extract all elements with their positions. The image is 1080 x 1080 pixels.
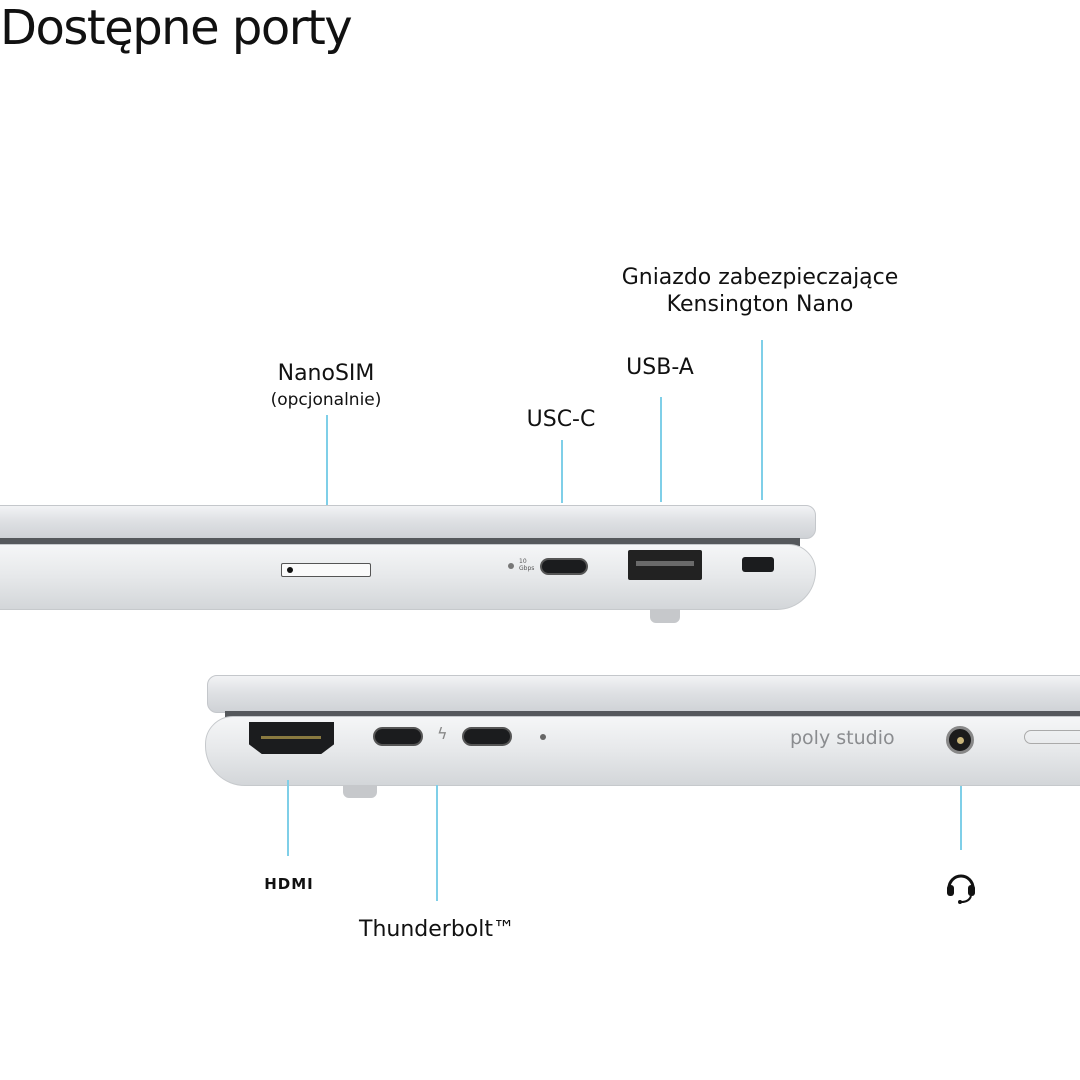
page-title: Dostępne porty (0, 0, 353, 56)
kensington-text-1: Gniazdo zabezpieczające (621, 265, 899, 290)
led-indicator (508, 563, 514, 569)
thunderbolt-port-1 (373, 727, 423, 746)
nanosim-text: NanoSIM (277, 361, 375, 386)
poly-studio-branding: poly studio (790, 727, 895, 749)
kensington-slot (742, 557, 774, 572)
vent-slot (1024, 730, 1080, 744)
nanosim-note: (opcjonalnie) (270, 390, 382, 410)
led-indicator (540, 734, 546, 740)
usba-label: USB-A (626, 355, 694, 380)
hdmi-port (249, 722, 334, 754)
nanosim-label: NanoSIM (opcjonalnie) (271, 360, 382, 414)
kensington-label: Gniazdo zabezpieczające Kensington Nano (622, 264, 899, 318)
thunderbolt-port-2 (462, 727, 512, 746)
nanosim-slot (281, 563, 371, 577)
hdmi-logo: HDMI (264, 875, 314, 893)
usbc-port (540, 558, 588, 575)
audio-jack (946, 726, 974, 754)
usba-port (628, 550, 702, 580)
thunderbolt-label: Thunderbolt™ (359, 917, 515, 942)
usbc-label: USC-C (526, 407, 596, 432)
headset-icon (943, 868, 979, 904)
usbc-speed-marking: 10 Gbps (519, 558, 535, 572)
thunderbolt-icon: ϟ (437, 724, 448, 743)
kensington-text-2: Kensington Nano (666, 292, 854, 317)
